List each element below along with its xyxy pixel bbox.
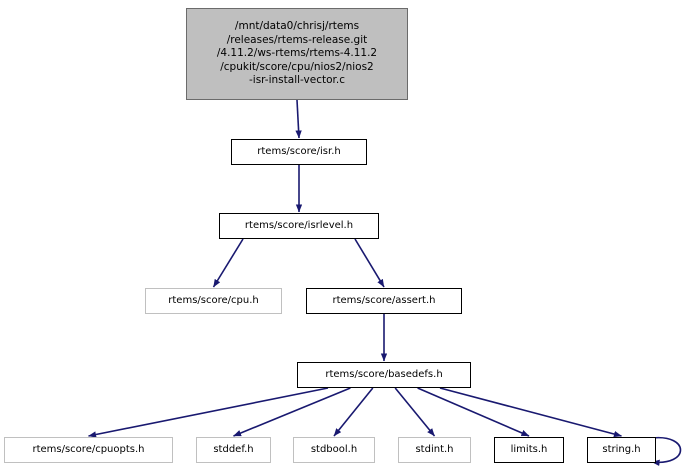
node-label: rtems/score/basedefs.h [325,369,443,380]
node-label: stdbool.h [310,444,358,455]
edge-basedefs-to-limits [417,387,530,437]
edge-basedefs-to-stdint [394,387,436,437]
node-label: rtems/score/assert.h [332,295,436,306]
node-stdbool-h[interactable]: stdbool.h [293,437,375,463]
node-limits-h[interactable]: limits.h [494,437,564,463]
node-label: /mnt/data0/chrisj/rtems /releases/rtems-… [216,20,378,87]
node-rtems-score-cpuopts-h[interactable]: rtems/score/cpuopts.h [4,437,173,463]
edge-basedefs-to-string [439,387,622,438]
edge-basedefs-to-stdbool [333,387,374,437]
edge-string-h-self [651,436,682,466]
node-string-h[interactable]: string.h [587,437,656,463]
node-rtems-score-assert-h[interactable]: rtems/score/assert.h [306,288,462,314]
node-rtems-score-isrlevel-h[interactable]: rtems/score/isrlevel.h [219,213,379,239]
node-stddef-h[interactable]: stddef.h [196,437,271,463]
edge-root-to-isr [295,99,302,139]
edge-basedefs-to-stddef [233,387,351,437]
node-label: limits.h [510,444,548,455]
node-label: stddef.h [213,444,254,455]
node-label: stdint.h [415,444,454,455]
node-stdint-h[interactable]: stdint.h [398,437,471,463]
node-rtems-score-isr-h[interactable]: rtems/score/isr.h [231,139,367,165]
node-label: rtems/score/cpuopts.h [32,444,145,455]
node-label: rtems/score/isr.h [257,146,341,157]
edge-isrlevel-to-assert [354,238,385,288]
node-label: string.h [602,444,641,455]
node-label: rtems/score/cpu.h [168,295,259,306]
node-rtems-score-basedefs-h[interactable]: rtems/score/basedefs.h [297,362,471,388]
node-label: rtems/score/isrlevel.h [244,220,354,231]
edge-basedefs-to-cpuopts [88,387,329,438]
node-rtems-score-cpu-h[interactable]: rtems/score/cpu.h [145,288,282,314]
edge-isrlevel-to-cpu [212,238,244,288]
node-source-file[interactable]: /mnt/data0/chrisj/rtems /releases/rtems-… [186,8,408,100]
